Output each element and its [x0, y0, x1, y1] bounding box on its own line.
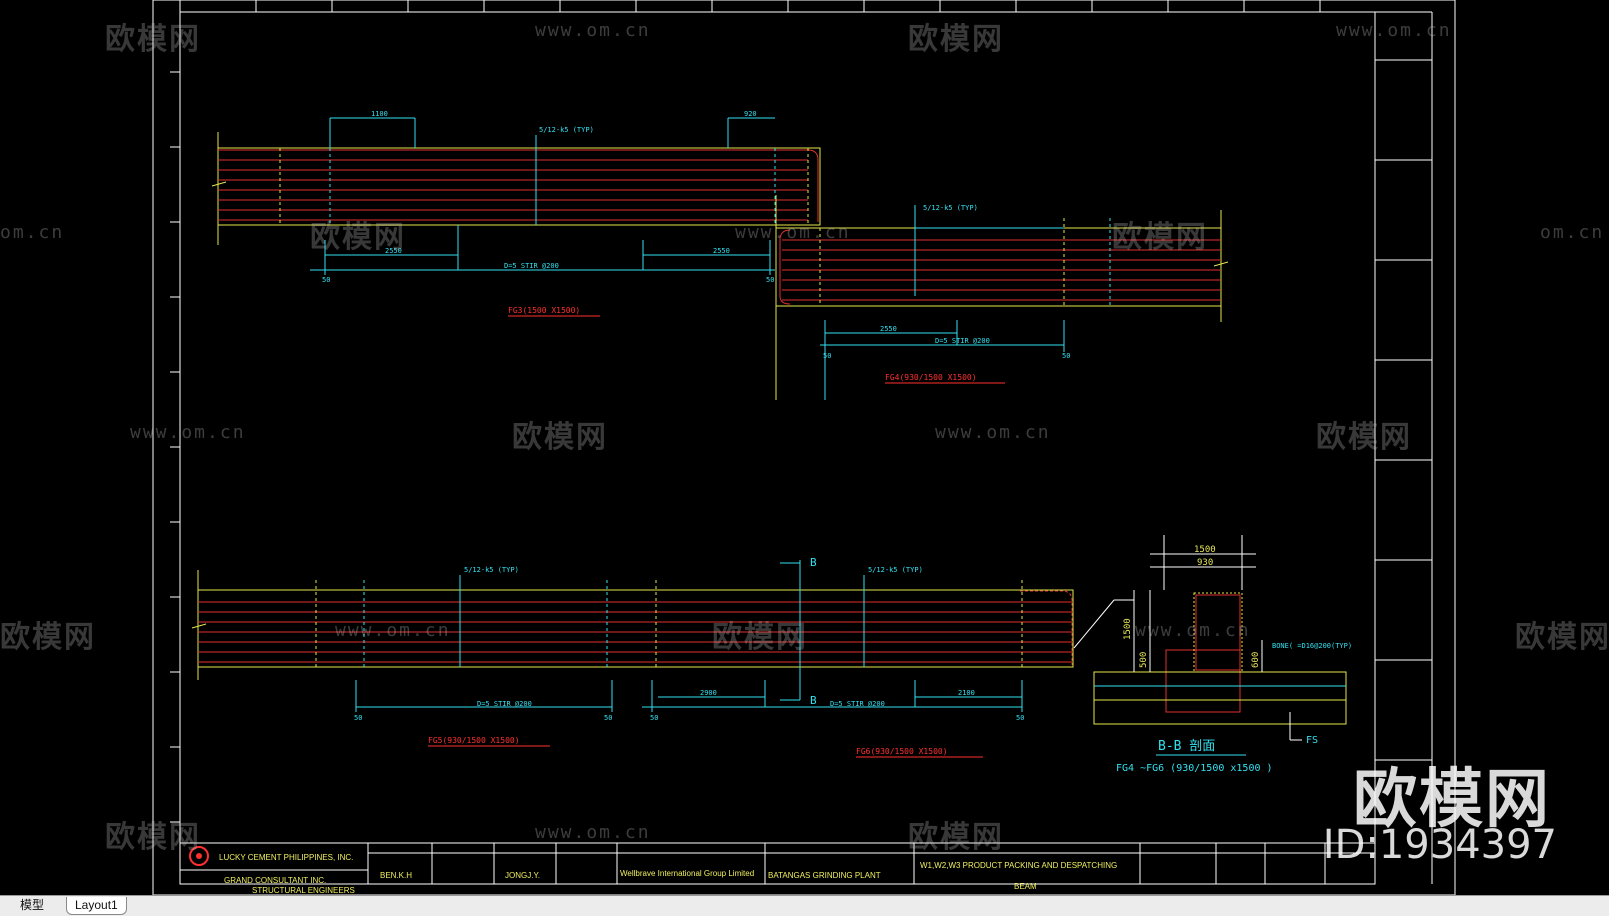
section-marker-b-top: B	[810, 556, 817, 569]
fg4-typ-note: 5/12-k5 (TYP)	[923, 204, 978, 212]
title-block: LUCKY CEMENT PHILIPPINES, INC. GRAND CON…	[179, 842, 1376, 895]
section-subtitle: FG4 ~FG6 (930/1500 x1500 )	[1116, 763, 1273, 774]
drawing-title-2: BEAM	[1014, 882, 1037, 891]
fg4-dim-2550: 2550	[880, 325, 897, 333]
section-dim-1500-side: 1500	[1123, 618, 1133, 640]
watermark-url: www.om.cn	[735, 222, 851, 243]
fg5-stirrup-note: D=5 STIR @200	[477, 700, 532, 708]
tab-layout1[interactable]: Layout1	[66, 897, 127, 915]
company-name-3: STRUCTURAL ENGINEERS	[252, 886, 355, 895]
fg4-dim-50-left: 50	[823, 352, 831, 360]
section-marker-b-bottom: B	[810, 694, 817, 707]
contractor-name: Wellbrave International Group Limited	[620, 869, 754, 878]
watermark-brand: 欧模网	[1112, 220, 1208, 255]
fg3-dim-50-right: 50	[766, 276, 774, 284]
section-b-b: 1500 930 1500 500 600 BONE( =D16@200(TYP…	[1073, 535, 1352, 774]
watermark-url: www.om.cn	[1135, 620, 1251, 641]
watermark-brand: 欧模网	[105, 22, 201, 57]
fg5-label: FG5(930/1500 X1500)	[428, 736, 520, 745]
watermark-url: www.om.cn	[535, 822, 651, 843]
checked-by: JONGJ.Y.	[505, 871, 540, 880]
watermark-url: www.om.cn	[1336, 20, 1452, 41]
fg3-dim-50-left: 50	[322, 276, 330, 284]
fg3-dim-1100: 1100	[371, 110, 388, 118]
section-title: B-B 剖面	[1158, 739, 1215, 754]
fg5-dim-50-left: 50	[354, 714, 362, 722]
fg6-label: FG6(930/1500 X1500)	[856, 747, 948, 756]
fg3-label: FG3(1500 X1500)	[508, 306, 580, 315]
company-name-2: GRAND CONSULTANT INC.	[224, 876, 326, 885]
watermark-brand: 欧模网	[908, 820, 1004, 855]
drawing-title-1: W1,W2,W3 PRODUCT PACKING AND DESPATCHING	[920, 861, 1117, 870]
fg6-stirrup-note: D=5 STIR @200	[830, 700, 885, 708]
fg6-typ-note: 5/12-k5 (TYP)	[868, 566, 923, 574]
watermark-brand: 欧模网	[1515, 620, 1609, 655]
watermark-id: ID:1934397	[1322, 822, 1557, 868]
project-name: BATANGAS GRINDING PLANT	[768, 871, 881, 880]
watermark-brand: 欧模网	[512, 420, 608, 455]
fg4-dim-50-right: 50	[1062, 352, 1070, 360]
watermark-brand: 欧模网	[310, 220, 406, 255]
fg3-typ-note: 5/12-k5 (TYP)	[539, 126, 594, 134]
section-dim-600: 600	[1251, 652, 1261, 668]
watermark-url: www.om.cn	[535, 20, 651, 41]
watermark-url: www.om.cn	[130, 422, 246, 443]
revision-strip	[1375, 59, 1432, 761]
watermark-url: om.cn	[1540, 222, 1605, 243]
watermark-brand: 欧模网	[1316, 420, 1412, 455]
section-bond-note: BONE( =D16@200(TYP)	[1272, 642, 1352, 650]
beam-fg4: 2550 D=5 STIR @200 5/12-k5 (TYP) 50 50 F…	[775, 195, 1229, 400]
section-fs-label: FS	[1306, 735, 1318, 746]
paper-border	[152, 0, 1456, 895]
fg4-stirrup-note: D=5 STIR @200	[935, 337, 990, 345]
fg6-dim-50-left: 50	[650, 714, 658, 722]
watermark-brand: 欧模网	[712, 620, 808, 655]
watermark-url: www.om.cn	[335, 620, 451, 641]
section-dim-930: 930	[1197, 558, 1213, 568]
fg4-label: FG4(930/1500 X1500)	[885, 373, 977, 382]
company-logo	[189, 846, 209, 866]
fg3-dim-2550-right: 2550	[713, 247, 730, 255]
fg6-dim-2900: 2900	[700, 689, 717, 697]
tab-model[interactable]: 模型	[20, 898, 45, 912]
beam-fg3: 1100 920 2550 2550 D=5 STIR @200 5/12-k5…	[211, 110, 821, 317]
section-dim-1500-top: 1500	[1194, 545, 1216, 555]
section-dim-500: 500	[1139, 652, 1149, 668]
fg6-dim-2100: 2100	[958, 689, 975, 697]
beam-fg5-fg6: B B 2900 2100 D=5 STIR @200 D=5 STIR @20…	[191, 556, 1074, 758]
watermark-brand-large: 欧模网	[1353, 763, 1551, 837]
fg3-dim-920: 920	[744, 110, 757, 118]
cad-drawing-viewport[interactable]: 1100 920 2550 2550 D=5 STIR @200 5/12-k5…	[0, 0, 1609, 895]
designed-by: BEN.K.H	[380, 871, 412, 880]
watermark-brand: 欧模网	[0, 620, 96, 655]
drawing-sheet: 1100 920 2550 2550 D=5 STIR @200 5/12-k5…	[152, 0, 1456, 895]
fg3-stirrup-note: D=5 STIR @200	[504, 262, 559, 270]
grid-ticks-left	[170, 71, 180, 823]
watermark-url: om.cn	[0, 222, 65, 243]
fg6-dim-50-right: 50	[1016, 714, 1024, 722]
watermark-brand: 欧模网	[908, 22, 1004, 57]
fg5-typ-note: 5/12-k5 (TYP)	[464, 566, 519, 574]
fg3-dim-2550-left: 2550	[385, 247, 402, 255]
fg5-dim-50-right: 50	[604, 714, 612, 722]
watermark-url: www.om.cn	[935, 422, 1051, 443]
grid-ticks-top	[179, 0, 1321, 12]
watermark-brand: 欧模网	[105, 820, 201, 855]
layout-tab-bar: 模型 Layout1	[0, 895, 1609, 916]
company-name-1: LUCKY CEMENT PHILIPPINES, INC.	[219, 853, 353, 862]
